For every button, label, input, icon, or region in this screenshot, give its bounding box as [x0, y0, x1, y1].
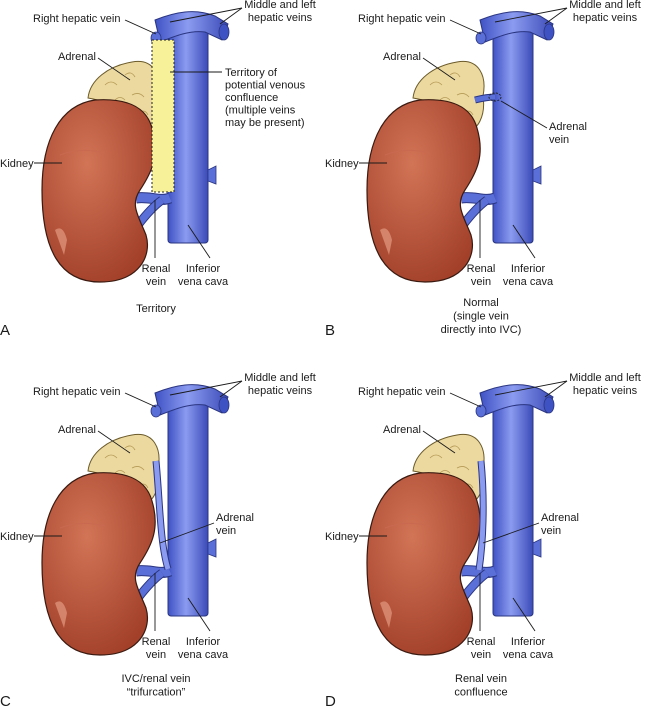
renal-vein-label: vein [471, 276, 491, 288]
adrenal-label: Adrenal [383, 51, 421, 63]
territory-label: Territory of [225, 67, 278, 79]
middle-left-hepatic-veins-label: hepatic veins [248, 12, 313, 24]
ivc-label: vena cava [178, 276, 229, 288]
panel-caption: (single vein [453, 311, 509, 323]
panel-a: Right hepatic vein Middle and lefthepatic… [0, 0, 316, 339]
adrenal-vein [474, 94, 496, 103]
adrenal-vein-label: vein [549, 134, 569, 146]
renal-vein-label: vein [146, 276, 166, 288]
ivc-label: vena cava [503, 276, 554, 288]
territory-box [151, 39, 175, 193]
territory-label: confluence [225, 92, 278, 104]
right-hepatic-vein-label: Right hepatic vein [358, 13, 445, 25]
territory-label: potential venous [225, 80, 306, 92]
adrenal-vein-label: vein [541, 525, 561, 537]
panel-caption: Territory [136, 303, 176, 315]
panel-caption: IVC/renal vein [121, 673, 190, 685]
ivc-label: Inferior [511, 263, 546, 275]
ivc-label: vena cava [178, 649, 229, 661]
panel-c: Right hepatic vein Middle and lefthepatic… [0, 372, 316, 710]
middle-left-hepatic-veins-label: hepatic veins [573, 385, 638, 397]
adrenal-vein [153, 460, 171, 570]
right-hepatic-vein-label: Right hepatic vein [33, 386, 120, 398]
renal-vein-label: vein [471, 649, 491, 661]
adrenal-vein-label: Adrenal [541, 512, 579, 524]
renal-vein-label: Renal [142, 636, 171, 648]
middle-left-hepatic-veins-label: hepatic veins [573, 12, 638, 24]
ivc-label: vena cava [503, 649, 554, 661]
panel-letter: B [325, 322, 335, 339]
adrenal-vein-label: vein [216, 525, 236, 537]
renal-vein-label: Renal [142, 263, 171, 275]
adrenal-label: Adrenal [58, 51, 96, 63]
panel-caption: directly into IVC) [441, 324, 522, 336]
renal-vein-label: Renal [467, 263, 496, 275]
kidney-label: Kidney [325, 531, 359, 543]
panel-b: Right hepatic vein Middle and lefthepatic… [325, 0, 641, 339]
panel-caption: “trifurcation” [127, 687, 186, 699]
renal-vein-label: Renal [467, 636, 496, 648]
right-hepatic-vein-label: Right hepatic vein [33, 13, 120, 25]
middle-left-hepatic-veins-label: Middle and left [569, 372, 641, 384]
adrenal-vein-label: Adrenal [549, 121, 587, 133]
right-hepatic-vein-label: Right hepatic vein [358, 386, 445, 398]
adrenal-vein-label: Adrenal [216, 512, 254, 524]
kidney-label: Kidney [0, 158, 34, 170]
ivc-label: Inferior [186, 636, 221, 648]
middle-left-hepatic-veins-label: Middle and left [569, 0, 641, 11]
panel-letter: A [0, 322, 10, 339]
panel-letter: C [0, 693, 11, 710]
adrenal-vein [476, 460, 486, 571]
ivc-label: Inferior [511, 636, 546, 648]
middle-left-hepatic-veins-label: hepatic veins [248, 385, 313, 397]
panel-caption: confluence [454, 687, 507, 699]
ivc-label: Inferior [186, 263, 221, 275]
middle-left-hepatic-veins-label: Middle and left [244, 0, 316, 11]
adrenal-label: Adrenal [58, 424, 96, 436]
panel-letter: D [325, 693, 336, 710]
territory-label: may be present) [225, 117, 304, 129]
panel-caption: Normal [463, 297, 498, 309]
renal-vein-label: vein [146, 649, 166, 661]
kidney-label: Kidney [0, 531, 34, 543]
middle-left-hepatic-veins-label: Middle and left [244, 372, 316, 384]
adrenal-label: Adrenal [383, 424, 421, 436]
panel-d: Right hepatic vein Middle and lefthepatic… [325, 372, 641, 710]
territory-label: (multiple veins [225, 105, 296, 117]
panel-caption: Renal vein [455, 673, 507, 685]
kidney-label: Kidney [325, 158, 359, 170]
